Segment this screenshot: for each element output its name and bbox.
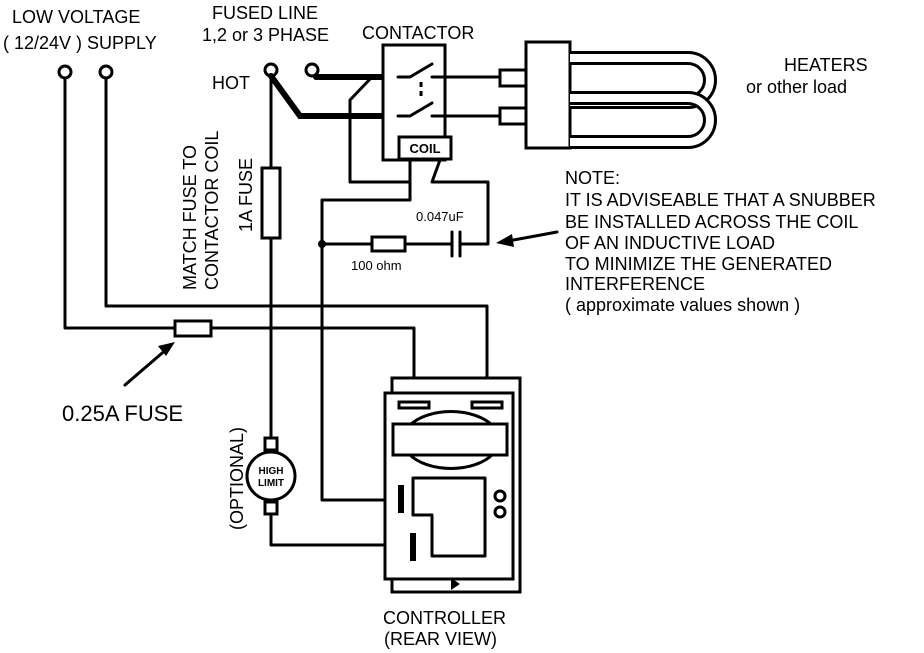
heater-terminal-1 bbox=[498, 68, 530, 88]
controller-slot-left bbox=[397, 400, 431, 410]
controller-display bbox=[391, 422, 509, 457]
controller-terminal-2 bbox=[410, 533, 416, 561]
fuse-025a-label: 0.25A FUSE bbox=[62, 401, 183, 426]
controller-body bbox=[383, 391, 515, 581]
lv-terminal-2 bbox=[98, 64, 114, 80]
note-line-3: BE INSTALLED ACROSS THE COIL bbox=[565, 212, 858, 232]
note-line-6: INTERFERENCE bbox=[565, 274, 705, 294]
fuse-025a-arrowhead bbox=[158, 342, 175, 356]
controller-terminal-1 bbox=[398, 485, 404, 513]
controller-led-2 bbox=[493, 505, 507, 519]
controller-dial-bottom bbox=[407, 452, 495, 470]
low-voltage-label-2: ( 12/24V ) SUPPLY bbox=[3, 33, 157, 53]
controller-dial-top bbox=[407, 410, 495, 428]
heaters-label-2: or other load bbox=[746, 77, 847, 97]
hot-label: HOT bbox=[212, 73, 250, 93]
note-line-7: ( approximate values shown ) bbox=[565, 295, 800, 315]
optional-label: (OPTIONAL) bbox=[227, 427, 247, 530]
controller-marker bbox=[451, 578, 460, 590]
note-line-2: IT IS ADVISEABLE THAT A SNUBBER bbox=[565, 190, 876, 210]
snubber-wire-right bbox=[430, 158, 490, 246]
resistor bbox=[370, 235, 407, 253]
lv-terminal-1 bbox=[57, 64, 73, 80]
heater-loop-2-stroke bbox=[570, 91, 717, 149]
heater-loop-2 bbox=[570, 94, 714, 146]
coil-return-wire bbox=[320, 158, 412, 502]
hot-line-wire bbox=[268, 73, 401, 119]
note-line-1: NOTE: bbox=[565, 168, 620, 188]
fuse-branch-wire bbox=[269, 74, 416, 547]
high-limit-label-1: HIGH bbox=[259, 466, 284, 477]
heater-flange bbox=[524, 40, 572, 150]
capacitor bbox=[450, 230, 462, 258]
contactor-label: CONTACTOR bbox=[362, 23, 474, 43]
fused-line-label-1: FUSED LINE bbox=[212, 3, 318, 23]
note-line-5: TO MINIMIZE THE GENERATED bbox=[565, 254, 832, 274]
fuse-025a-arrow-line bbox=[123, 346, 170, 387]
lv-wire-1 bbox=[63, 76, 416, 380]
high-limit-label-2: LIMIT bbox=[258, 478, 284, 489]
coil-box bbox=[397, 135, 453, 161]
capacitor-label: 0.047uF bbox=[416, 209, 464, 224]
fused-line-label-2: 1,2 or 3 PHASE bbox=[202, 25, 329, 45]
fuse-025a bbox=[173, 319, 213, 338]
high-limit-cap-top bbox=[263, 436, 279, 452]
controller-label-1: CONTROLLER bbox=[383, 608, 506, 628]
resistor-label: 100 ohm bbox=[351, 258, 402, 273]
low-voltage-label-1: LOW VOLTAGE bbox=[12, 7, 140, 27]
fuse-1a bbox=[260, 166, 282, 240]
match-fuse-label-2: CONTACTOR COIL bbox=[202, 131, 222, 290]
high-limit-switch bbox=[245, 450, 297, 502]
note-arrow-line bbox=[506, 230, 559, 243]
controller-label-2: (REAR VIEW) bbox=[384, 629, 497, 649]
note-line-4: OF AN INDUCTIVE LOAD bbox=[565, 233, 775, 253]
note-arrowhead bbox=[496, 234, 514, 247]
heaters-label-1: HEATERS bbox=[784, 55, 868, 75]
match-fuse-label-1: MATCH FUSE TO bbox=[180, 145, 200, 290]
fuse-1a-label: 1A FUSE bbox=[236, 158, 256, 232]
contact-2 bbox=[396, 101, 434, 118]
contact-1 bbox=[396, 62, 434, 79]
heater-terminal-2 bbox=[498, 106, 530, 126]
controller-slot-right bbox=[470, 400, 504, 410]
controller-led-1 bbox=[493, 489, 507, 503]
lv-wire-2 bbox=[104, 76, 489, 380]
line-terminal-2 bbox=[304, 62, 320, 78]
coil-label: COIL bbox=[409, 141, 440, 156]
high-limit-cap-bottom bbox=[263, 500, 279, 516]
controller-relay bbox=[411, 476, 487, 558]
